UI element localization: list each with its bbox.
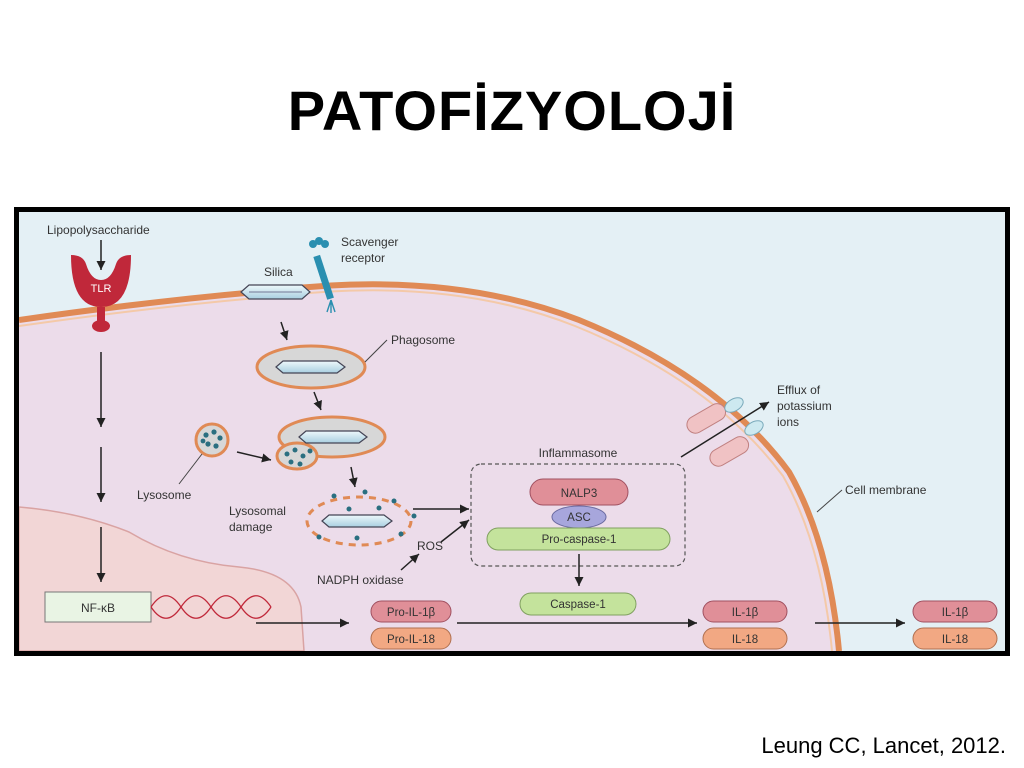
efflux-label-1: Efflux of <box>777 383 821 397</box>
pro-il18-protein <box>370 627 452 650</box>
slide-title: PATOFİZYOLOJİ <box>287 79 737 142</box>
phagosome-arrow <box>313 391 322 411</box>
secreted-il18-protein <box>912 627 998 650</box>
pro-caspase-protein <box>486 527 671 551</box>
asc-label: ASC <box>567 512 591 524</box>
pro-il1b-protein <box>370 600 452 623</box>
nalp3-protein <box>529 478 629 506</box>
scavenger-label-1: Scavenger <box>341 235 398 249</box>
lysosomal-damage <box>305 489 417 547</box>
lysosome-arrow <box>236 451 272 463</box>
secreted-il1b-label: IL-1β <box>942 607 969 619</box>
cell-membrane-inner <box>19 289 833 651</box>
nadph-label: NADPH oxidase <box>317 573 404 587</box>
efflux-arrow <box>680 401 770 458</box>
scavenger-receptor <box>309 237 336 313</box>
pro-il1b-label: Pro-IL-1β <box>387 607 436 619</box>
citation: Leung CC, Lancet, 2012. <box>761 733 1006 758</box>
cell-membrane-label: Cell membrane <box>845 483 927 497</box>
phagosome-label: Phagosome <box>391 333 455 347</box>
caspase-protein <box>519 592 637 616</box>
nalp3-label: NALP3 <box>561 488 597 500</box>
il1b-protein <box>702 600 788 623</box>
nadph-arrow <box>400 553 420 571</box>
secreted-il1b-protein <box>912 600 998 623</box>
ros-arrow <box>440 519 470 543</box>
lysosome <box>194 422 230 458</box>
fusion-arrow <box>348 466 358 488</box>
cell-membrane <box>19 281 842 651</box>
il1b-label: IL-1β <box>732 607 759 619</box>
potassium-channel <box>686 397 764 467</box>
silica-crystal <box>240 284 311 300</box>
scavenger-label-2: receptor <box>341 251 385 265</box>
inflammasome-label: Inflammasome <box>539 446 618 460</box>
il18-protein <box>702 627 788 650</box>
lysosomal-damage-label-2: damage <box>229 520 273 534</box>
tlr-label: TLR <box>91 283 112 295</box>
lps-label: Lipopolysaccharide <box>47 223 150 237</box>
efflux-label-3: ions <box>777 415 799 429</box>
dna-helix <box>150 595 272 619</box>
silica-label: Silica <box>264 265 293 279</box>
pro-il18-label: Pro-IL-18 <box>387 634 435 646</box>
phagosome <box>255 344 367 390</box>
lysosome-label: Lysosome <box>137 488 192 502</box>
lysosomal-damage-label-1: Lysosomal <box>229 504 286 518</box>
cytoplasm <box>19 284 839 651</box>
efflux-label-2: potassium <box>777 399 832 413</box>
nfkb-label: NF-κB <box>81 601 115 615</box>
il18-label: IL-18 <box>732 634 758 646</box>
pro-caspase-label: Pro-caspase-1 <box>542 534 617 546</box>
silica-arrow <box>279 321 289 341</box>
lysosome-pointer <box>178 453 203 485</box>
pathway-diagram: TLR Lipopolysaccharide NF-κB Silica Scav… <box>19 212 1005 651</box>
tlr-receptor <box>71 255 131 332</box>
phagosome-pointer <box>364 339 388 363</box>
figure-frame: TLR Lipopolysaccharide NF-κB Silica Scav… <box>14 207 1010 656</box>
cell-membrane-pointer <box>816 489 843 513</box>
ros-label: ROS <box>417 539 443 553</box>
secreted-il18-label: IL-18 <box>942 634 968 646</box>
phagolysosome <box>275 415 387 471</box>
caspase-label: Caspase-1 <box>550 599 606 611</box>
